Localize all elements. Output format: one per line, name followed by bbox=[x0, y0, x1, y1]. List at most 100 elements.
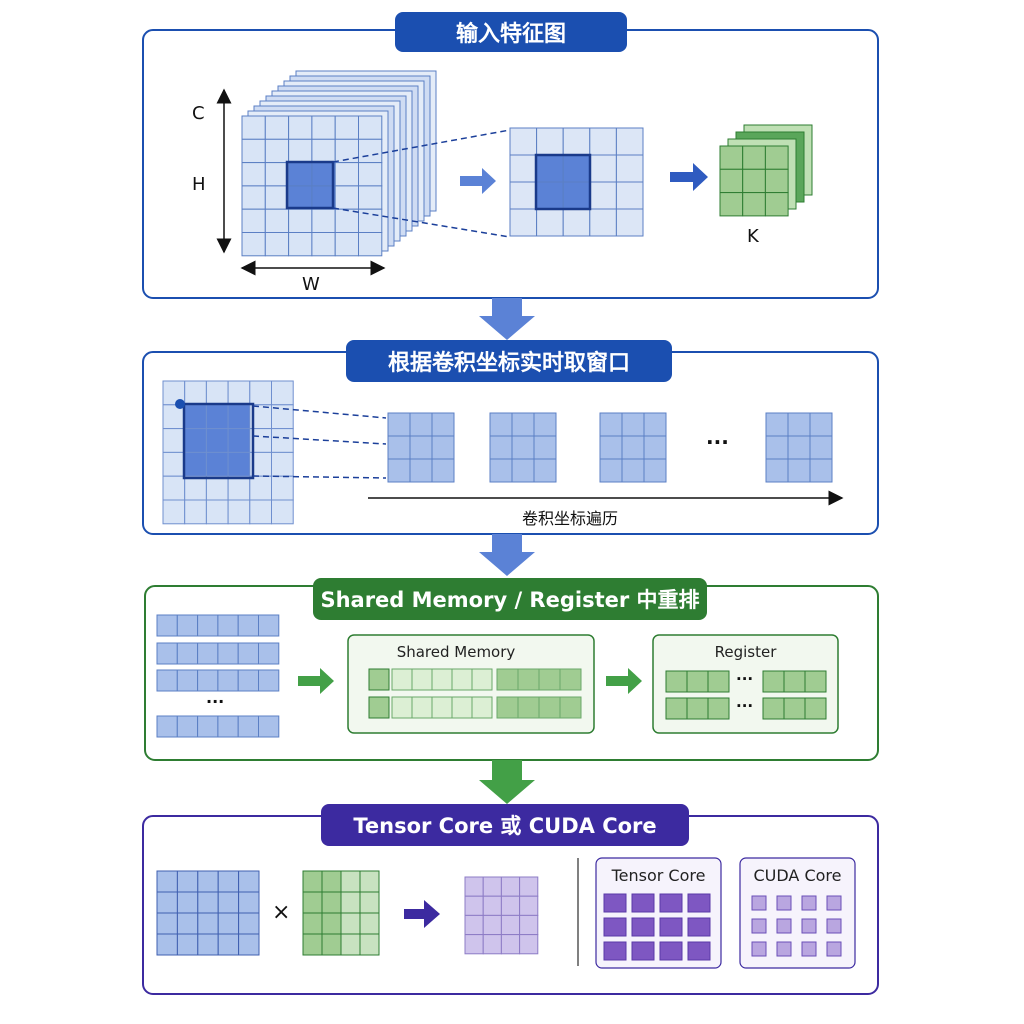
feature-cell bbox=[241, 185, 266, 210]
compute-section-title: Tensor Core 或 CUDA Core bbox=[321, 804, 689, 846]
patch-cell bbox=[409, 435, 433, 460]
row-cell bbox=[258, 614, 280, 637]
patch-cell bbox=[489, 435, 513, 460]
patch-cell bbox=[765, 435, 789, 460]
matrix-b-cell bbox=[321, 933, 342, 956]
down-arrow-2 bbox=[479, 534, 535, 576]
matrix-c-cell bbox=[519, 895, 539, 916]
kernel-cell bbox=[719, 168, 744, 194]
patch-cell bbox=[809, 412, 833, 437]
cuda-core-unit bbox=[826, 895, 842, 911]
row-cell bbox=[237, 614, 259, 637]
zoom-cell bbox=[536, 154, 564, 183]
source-cell bbox=[271, 428, 294, 453]
feature-cell bbox=[241, 208, 266, 233]
zoom-cell bbox=[562, 208, 591, 237]
matrix-a-cell bbox=[197, 870, 219, 893]
zoomed-window-highlight bbox=[534, 153, 592, 211]
patch-cell bbox=[431, 458, 455, 483]
feature-cell bbox=[288, 115, 313, 140]
c-axis-label: C bbox=[192, 103, 205, 124]
matrix-c-cell bbox=[482, 914, 502, 936]
tensor-core-unit bbox=[631, 941, 655, 961]
green-arrow-2 bbox=[606, 668, 642, 694]
feature-cell bbox=[311, 232, 336, 257]
smem-cell bbox=[368, 696, 390, 719]
cuda-core-label: CUDA Core bbox=[753, 866, 842, 885]
patch-cell bbox=[599, 412, 623, 437]
window-dash-2 bbox=[252, 435, 387, 445]
kernel-stack bbox=[719, 124, 813, 217]
patch-cell bbox=[409, 458, 433, 483]
smem-cell bbox=[431, 696, 453, 719]
patch-cell bbox=[511, 412, 535, 437]
matrix-a-cell bbox=[197, 891, 219, 914]
matrix-b-cell bbox=[359, 870, 380, 893]
source-cell bbox=[205, 499, 229, 525]
zoom-cell bbox=[509, 127, 538, 156]
smem-cell bbox=[451, 696, 473, 719]
smem-cell bbox=[368, 668, 390, 691]
row-cell bbox=[217, 642, 239, 665]
feature-cell bbox=[264, 162, 290, 187]
matrix-a-cell bbox=[217, 912, 240, 935]
feature-cell bbox=[334, 185, 360, 210]
matrix-a-cell bbox=[238, 933, 260, 956]
zoom-cell bbox=[509, 208, 538, 237]
zoom-cell bbox=[589, 208, 617, 237]
matrix-b-cell bbox=[302, 870, 323, 893]
cuda-core-unit bbox=[826, 941, 842, 957]
matrix-c-cell bbox=[464, 934, 484, 955]
tensor-core-unit bbox=[659, 893, 683, 913]
feature-cell bbox=[358, 185, 383, 210]
window-source-grid bbox=[162, 380, 294, 525]
tensor-core-unit bbox=[659, 941, 683, 961]
row-cell bbox=[197, 614, 219, 637]
register-cell bbox=[707, 670, 730, 693]
cuda-core-unit bbox=[776, 895, 792, 911]
row-cell bbox=[217, 715, 239, 738]
matrix-a-cell bbox=[156, 891, 178, 914]
feature-cell bbox=[241, 232, 266, 257]
matrix-b-cell bbox=[359, 891, 380, 914]
row-cell bbox=[197, 669, 219, 692]
matrix-a-cell bbox=[176, 933, 199, 956]
shared-memory-label: Shared Memory bbox=[396, 643, 516, 661]
matrix-b-cell bbox=[359, 933, 380, 956]
smem-cell bbox=[517, 696, 540, 719]
patch-cell bbox=[643, 458, 667, 483]
patch-cell bbox=[765, 412, 789, 437]
purple-right-arrow bbox=[404, 900, 440, 928]
reorder-rows bbox=[156, 614, 280, 738]
kernel-cell bbox=[742, 168, 766, 194]
zoom-cell bbox=[562, 127, 591, 156]
patch-cell bbox=[599, 435, 623, 460]
cuda-core-cells bbox=[751, 895, 842, 957]
cuda-core-unit bbox=[751, 895, 767, 911]
patch-cell bbox=[489, 412, 513, 437]
zoom-cell bbox=[536, 127, 564, 156]
cuda-core-unit bbox=[776, 918, 792, 934]
source-cell bbox=[205, 428, 229, 453]
source-cell bbox=[162, 475, 186, 501]
source-cell bbox=[249, 380, 273, 406]
source-cell bbox=[271, 499, 294, 525]
feature-cell bbox=[334, 115, 360, 140]
matrix-a-cell bbox=[238, 891, 260, 914]
zoomed-window-grid bbox=[509, 127, 644, 237]
feature-cell bbox=[264, 115, 290, 140]
zoom-cell bbox=[589, 181, 617, 210]
register-cell bbox=[783, 670, 806, 693]
row-cell bbox=[176, 715, 199, 738]
tensor-core-unit bbox=[687, 893, 711, 913]
row-cell bbox=[197, 642, 219, 665]
feature-cell bbox=[334, 232, 360, 257]
row-cell bbox=[237, 642, 259, 665]
feature-cell bbox=[264, 232, 290, 257]
source-cell bbox=[184, 404, 207, 430]
row-cell bbox=[197, 715, 219, 738]
register-cell bbox=[707, 697, 730, 720]
source-cell bbox=[227, 499, 251, 525]
register-cell bbox=[783, 697, 806, 720]
tensor-core-unit bbox=[603, 941, 627, 961]
